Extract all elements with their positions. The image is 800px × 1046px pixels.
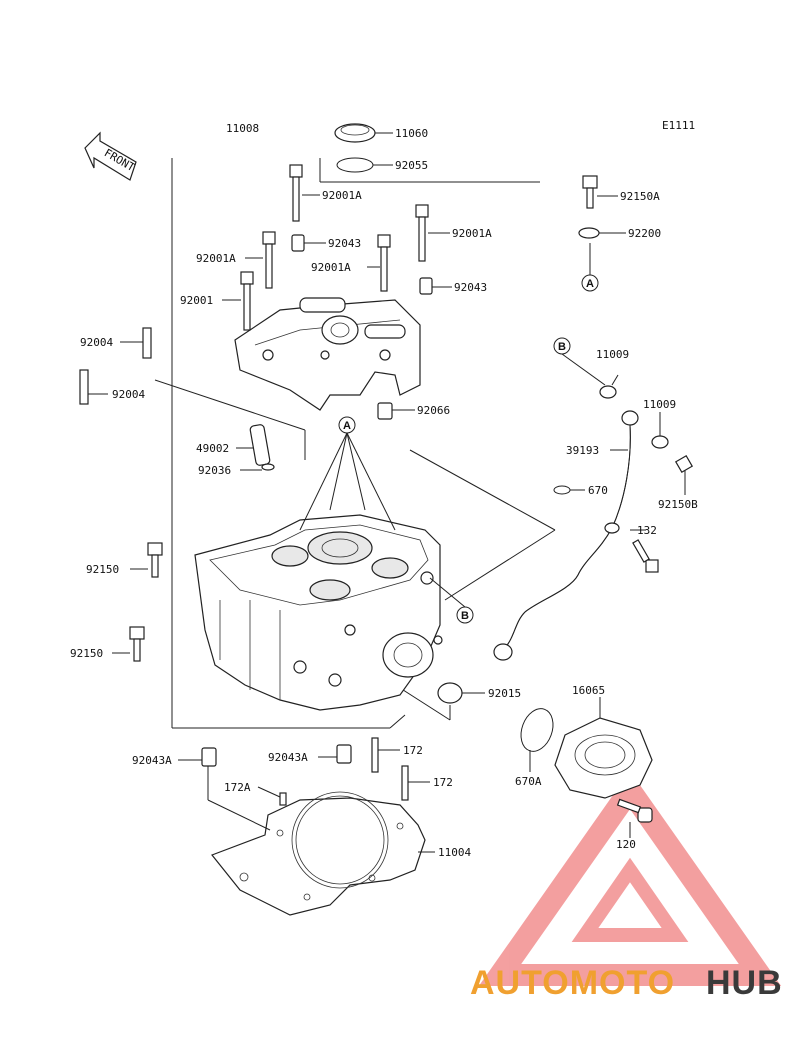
label-670A: 670A	[515, 775, 542, 788]
label-92150-a: 92150	[86, 563, 119, 576]
label-92001A-mid: 92001A	[311, 261, 351, 274]
front-arrow-icon: FRONT	[84, 131, 137, 181]
label-92015: 92015	[488, 687, 521, 700]
oil-pipe	[493, 410, 639, 661]
label-172A: 172A	[224, 781, 251, 794]
camshaft-holder	[234, 297, 421, 411]
label-16065: 16065	[572, 684, 605, 697]
svg-text:HUB: HUB	[706, 964, 783, 1002]
label-92150B: 92150B	[658, 498, 698, 511]
seal-11060	[334, 123, 376, 143]
label-11009-a: 11009	[596, 348, 629, 361]
label-92043-right: 92043	[454, 281, 487, 294]
label-92150A: 92150A	[620, 190, 660, 203]
label-92001A-top: 92001A	[322, 189, 362, 202]
intake-joint	[554, 717, 653, 799]
svg-text:AUTOMOTO: AUTOMOTO	[470, 964, 675, 1002]
bolts	[129, 164, 694, 823]
watermark-text: AUTOMOTO HUB	[470, 964, 783, 1002]
label-92004-a: 92004	[80, 336, 113, 349]
label-670: 670	[588, 484, 608, 497]
label-92043A-a: 92043A	[132, 754, 172, 767]
svg-text:B: B	[461, 610, 469, 622]
label-11009-b: 11009	[643, 398, 676, 411]
cylinder-head	[194, 514, 443, 711]
label-92001A-left: 92001A	[196, 252, 236, 265]
label-120: 120	[616, 838, 636, 851]
frame-lines	[154, 158, 556, 729]
callout-b-mid: B	[456, 606, 474, 624]
label-92043-top: 92043	[328, 237, 361, 250]
callout-b-top: B	[553, 337, 571, 355]
label-92043A-b: 92043A	[268, 751, 308, 764]
label-132: 132	[637, 524, 657, 537]
o-ring-92055	[336, 157, 374, 173]
callout-a-lines	[299, 243, 606, 608]
part-labels: 11008 11060 92055 92001A 92150A 92001A 9…	[70, 122, 698, 859]
label-172-a: 172	[403, 744, 423, 757]
studs	[79, 327, 409, 806]
label-92200: 92200	[628, 227, 661, 240]
label-92036: 92036	[198, 464, 231, 477]
label-92001: 92001	[180, 294, 213, 307]
o-ring-670A	[520, 708, 554, 752]
svg-text:A: A	[586, 278, 594, 290]
callout-a-top: A	[581, 274, 599, 292]
diagram-id: E1111	[662, 119, 695, 132]
callout-a-mid: A	[338, 416, 356, 434]
label-172-b: 172	[433, 776, 453, 789]
label-11004: 11004	[438, 846, 471, 859]
nut-92015	[437, 682, 463, 704]
label-92001A-right: 92001A	[452, 227, 492, 240]
leader-lines	[88, 132, 686, 853]
label-49002: 49002	[196, 442, 229, 455]
label-11008: 11008	[226, 122, 259, 135]
label-39193: 39193	[566, 444, 599, 457]
dowels	[201, 234, 433, 767]
label-92004-b: 92004	[112, 388, 145, 401]
label-11060: 11060	[395, 127, 428, 140]
svg-text:B: B	[558, 341, 566, 353]
label-92150-b: 92150	[70, 647, 103, 660]
label-92066: 92066	[417, 404, 450, 417]
svg-text:A: A	[343, 420, 351, 432]
head-gasket	[211, 791, 426, 916]
label-92055: 92055	[395, 159, 428, 172]
watermark-logo	[478, 770, 782, 986]
